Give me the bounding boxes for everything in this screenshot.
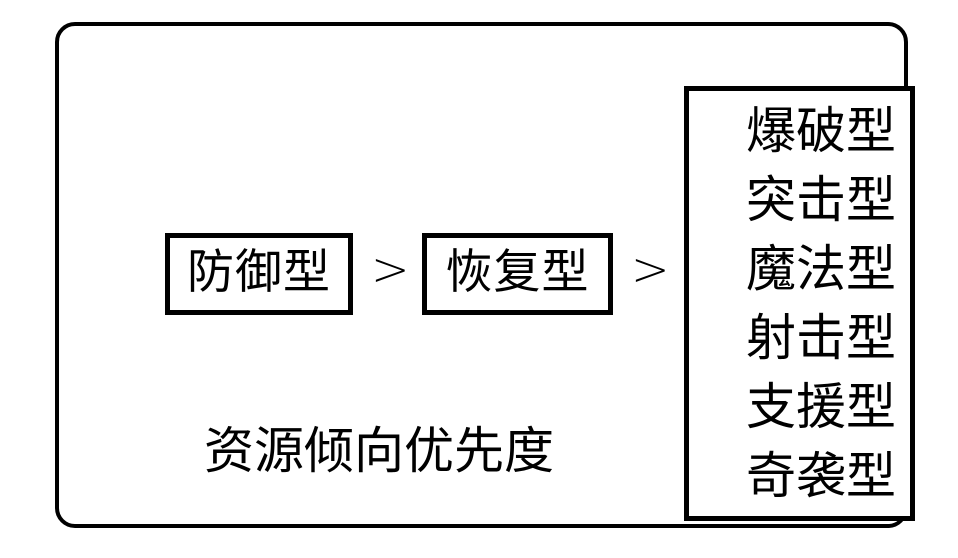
- tier-box-defensive-label: 防御型: [187, 244, 331, 300]
- list-item: 支援型: [746, 377, 896, 436]
- diagram-caption: 资源倾向优先度: [204, 422, 554, 480]
- outer-rounded-frame: 防御型 > 恢复型 > 爆破型 突击型 魔法型 射击型 支援型 奇袭型 资源倾向…: [55, 22, 915, 528]
- greater-than-icon-1: >: [371, 242, 410, 296]
- tier-box-recovery[interactable]: 恢复型: [422, 233, 613, 315]
- tier-box-recovery-label: 恢复型: [445, 244, 590, 300]
- list-item: 射击型: [746, 308, 896, 367]
- tier-box-lowest-group[interactable]: 爆破型 突击型 魔法型 射击型 支援型 奇袭型: [684, 86, 915, 521]
- greater-than-icon-2: >: [631, 242, 670, 296]
- list-item: 突击型: [746, 170, 896, 229]
- list-item: 魔法型: [746, 239, 896, 298]
- list-item: 爆破型: [746, 101, 896, 160]
- tier-box-defensive[interactable]: 防御型: [165, 233, 353, 315]
- list-item: 奇袭型: [746, 446, 896, 505]
